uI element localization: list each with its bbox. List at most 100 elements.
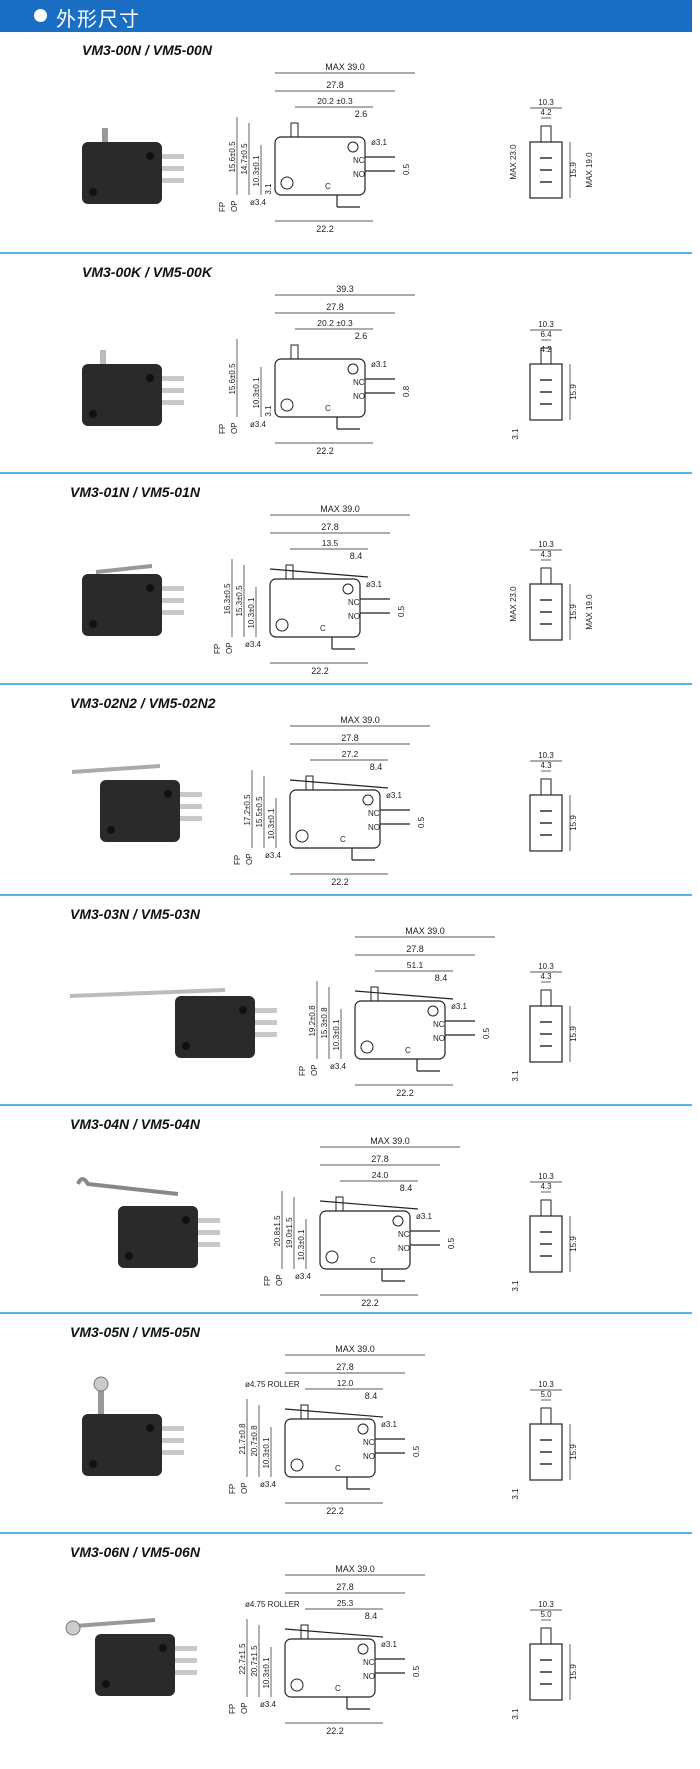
dim-height-1: 22.7±1.5 [238,1643,247,1675]
dim-height-3: 10.3±0.1 [332,1019,341,1051]
mount-hole-small [357,1643,369,1655]
switch-body [82,1414,162,1476]
terminal [162,586,184,591]
mount-hole-big [360,1040,374,1054]
section-divider [0,1532,692,1534]
switch-photo [65,1618,197,1696]
terminal [255,1032,277,1037]
terminal [162,1438,184,1443]
side-body-height: 15.9 [569,384,578,400]
model-name: VM3-05N / VM5-05N [70,1324,200,1340]
dim-offset: 2.6 [355,331,368,341]
dim-bottom: 22.2 [316,446,334,456]
front-view-drawing: MAX 39.027.827.28.422.2ø3.1ø3.4NCNOC0.51… [233,715,430,887]
dim-hole-small: ø3.1 [416,1212,433,1221]
terminal [162,388,184,393]
dim-lever-length: 13.5 [322,538,339,548]
side-body-height: 15.9 [569,1236,578,1252]
actuator [285,564,294,580]
label-op: OP [240,1702,249,1714]
label-nc: NC [348,598,360,607]
side-foot: 3.1 [511,1708,520,1720]
side-width: 10.3 [538,962,554,971]
side-plunger [540,1627,552,1645]
terminal [175,1658,197,1663]
dim-max: MAX 39.0 [370,1136,410,1146]
side-foot: 3.1 [511,1280,520,1292]
dim-hole-big: ø3.4 [245,640,262,649]
side-plunger [540,778,552,796]
drawing-canvas: 39.327.820.2 ±0.32.622.2ø3.1ø3.4NCNOC0.8… [82,284,578,456]
dim-lever-length: 25.3 [337,1598,354,1608]
mount-hole-big [295,829,309,843]
drawing-canvas: MAX 39.027.812.08.422.2ø3.1ø3.4NCNOC0.52… [82,1344,578,1516]
dim-bottom: 22.2 [311,666,329,676]
side-foot: 3.1 [511,428,520,440]
dim-hole-small: ø3.1 [371,360,388,369]
side-plunger-width: 4.3 [540,1182,552,1191]
dim-bottom: 22.2 [326,1726,344,1736]
dim-height-3: 10.3±0.1 [297,1229,306,1261]
dim-height-1: 20.8±1.5 [273,1215,282,1247]
mount-hole [182,1042,190,1050]
dim-width: 27.8 [336,1362,354,1372]
model-name: VM3-04N / VM5-04N [70,1116,200,1132]
dim-max: MAX 39.0 [405,926,445,936]
mount-hole-big [275,618,289,632]
dim-hole-big: ø3.4 [330,1062,347,1071]
label-no: NO [398,1244,410,1253]
terminal [162,376,184,381]
dim-width: 27.8 [326,302,344,312]
model-name: VM3-01N / VM5-01N [70,484,200,500]
side-plunger-width: 4.3 [540,972,552,981]
label-fp: FP [228,1704,237,1714]
label-op: OP [240,1482,249,1494]
dim-bottom: 22.2 [326,1506,344,1516]
side-body-height: 15.9 [569,815,578,831]
dim-height-3: 10.3±0.1 [267,808,276,840]
side-body-height: 15.9 [569,1444,578,1460]
label-op: OP [225,642,234,654]
label-fp: FP [218,424,227,434]
dim-offset: 8.4 [400,1183,413,1193]
label-op: OP [230,422,239,434]
dim-height-1: 16.3±0.5 [223,583,232,615]
dim-hole-small: ø3.1 [451,1002,468,1011]
switch-body [100,780,180,842]
side-total-height: MAX 23.0 [509,144,518,180]
label-op: OP [310,1064,319,1076]
front-view-drawing: 39.327.820.2 ±0.32.622.2ø3.1ø3.4NCNOC0.8… [218,284,415,456]
label-op: OP [245,853,254,865]
dim-bottom: 22.2 [396,1088,414,1098]
dim-width: 27.8 [321,522,339,532]
mount-hole-big [325,1250,339,1264]
section-divider [0,683,692,685]
label-op: OP [230,200,239,212]
switch-body [95,1634,175,1696]
side-width: 10.3 [538,1600,554,1609]
dim-side: 0.5 [417,816,426,828]
terminal [162,178,184,183]
dim-height-2: 20.7±1.5 [250,1645,259,1677]
label-nc: NC [398,1230,410,1239]
terminal [198,1218,220,1223]
switch-body [118,1206,198,1268]
label-fp: FP [228,1484,237,1494]
front-view-drawing: MAX 39.027.813.58.422.2ø3.1ø3.4NCNOC0.51… [213,504,410,676]
side-plunger-width: 4.2 [540,108,552,117]
mount-hole [89,188,97,196]
model-name: VM3-03N / VM5-03N [70,906,200,922]
label-op: OP [275,1274,284,1286]
terminal [180,816,202,821]
dim-height-1: 21.7±0.8 [238,1423,247,1455]
model-name: VM3-00N / VM5-00N [82,42,212,58]
label-fp: FP [263,1276,272,1286]
mount-hole [89,620,97,628]
side-max-height: MAX 19.0 [585,152,594,188]
side-plunger [540,1199,552,1217]
dim-height-2: 20.7±0.8 [250,1425,259,1457]
switch-photo [70,988,277,1058]
